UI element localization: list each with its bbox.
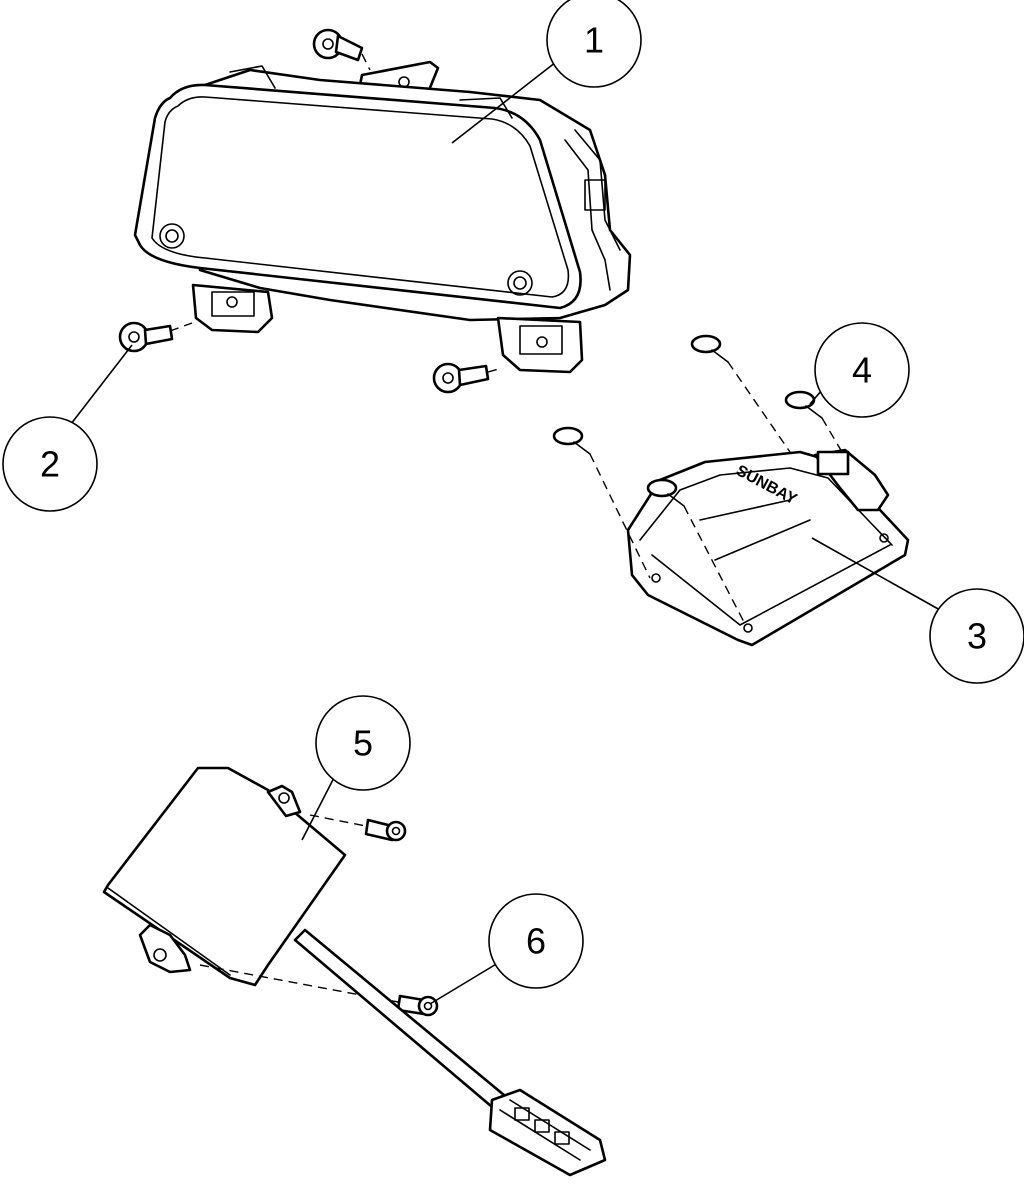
callout-3: 3	[929, 588, 1024, 684]
module-screw-lower	[396, 994, 439, 1017]
wire-harness	[293, 928, 607, 1177]
cover-screws	[552, 334, 843, 627]
callout-3-label: 3	[967, 616, 987, 657]
instrument-cluster	[133, 60, 632, 374]
leader-lines	[63, 61, 941, 1005]
control-module	[102, 766, 347, 987]
screw-left	[118, 321, 174, 353]
callout-1-label: 1	[584, 20, 604, 61]
screw-bottom	[432, 362, 490, 394]
screw-top	[312, 28, 364, 62]
callout-6-label: 6	[526, 921, 546, 962]
callout-4-label: 4	[852, 350, 872, 391]
callout-2-label: 2	[40, 444, 60, 485]
callout-5: 5	[315, 695, 411, 791]
rear-cover: SUNBAY	[626, 448, 910, 647]
callout-4: 4	[814, 322, 910, 418]
module-screw-upper	[364, 818, 407, 842]
callout-5-label: 5	[353, 723, 373, 764]
callout-2: 2	[2, 416, 98, 512]
callout-6: 6	[488, 893, 584, 989]
callout-1: 1	[546, 0, 642, 88]
